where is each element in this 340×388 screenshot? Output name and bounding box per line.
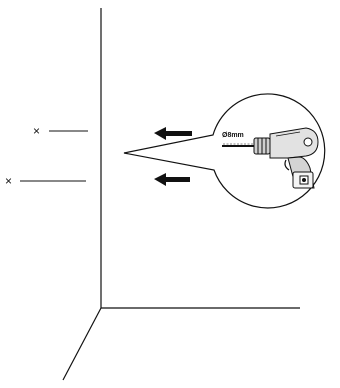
callout-bubble [123,93,326,209]
drill-body [269,127,319,159]
lower-drill-mark: × [5,174,86,188]
drill-bit-size-label: Ø8mm [222,132,244,139]
lower-mark-symbol: × [5,174,12,188]
floor-diagonal-edge [62,307,102,381]
power-drill-icon [222,127,319,189]
upper-arrow [154,127,192,140]
upper-drill-mark: × [33,124,88,138]
room-corner-lines [62,8,300,381]
drill-trigger [284,159,290,171]
upper-mark-symbol: × [33,124,40,138]
lower-arrow [154,173,190,186]
arrow-left-icon [154,127,192,186]
